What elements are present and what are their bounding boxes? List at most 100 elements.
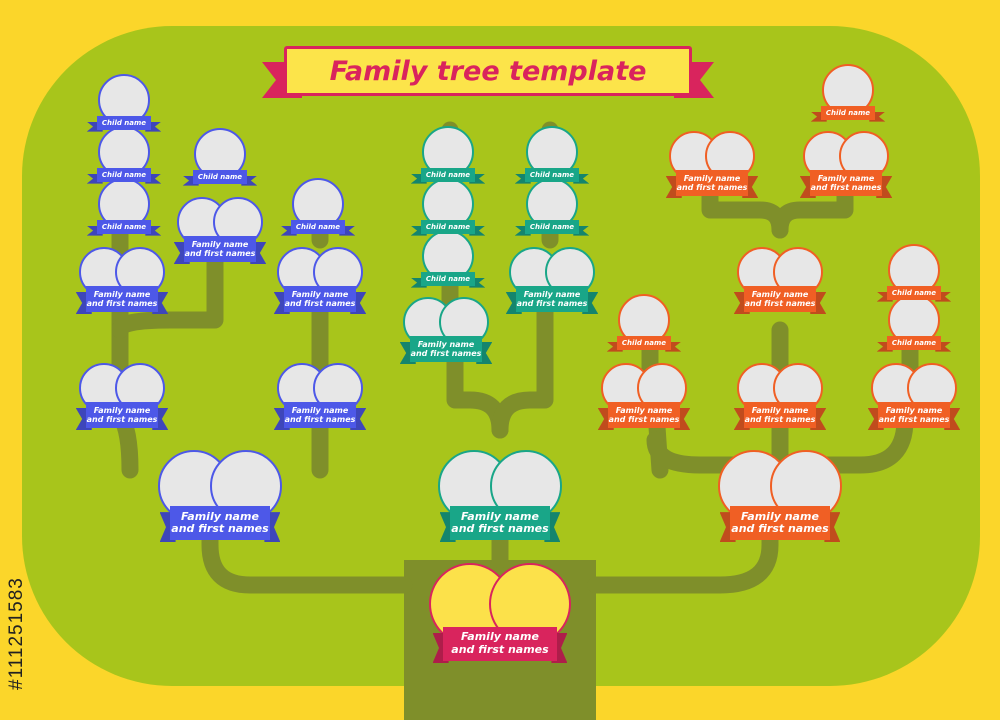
child-label-ribbon: Child name	[514, 167, 590, 184]
ribbon-band: Family name and first names	[449, 506, 551, 541]
ribbon-band: Child name	[886, 285, 942, 300]
ribbon-left-tail	[810, 111, 827, 122]
ribbon-band: Family name and first names	[743, 286, 817, 312]
ribbon-label: Child name	[101, 222, 147, 231]
ribbon-right-tail	[935, 291, 952, 302]
ribbon-left-tail	[514, 173, 531, 184]
ribbon-band: Family name and first names	[283, 286, 357, 312]
ribbon-band: Family name and first names	[675, 170, 749, 196]
ribbon-label: Child name	[425, 170, 471, 179]
ribbon-band: Child name	[886, 335, 942, 350]
child-label-ribbon: Child name	[86, 219, 162, 236]
ribbon-label: Family name and first names	[184, 239, 256, 258]
ribbon-label: Child name	[197, 172, 243, 181]
ribbon-right-tail	[469, 225, 486, 236]
ribbon-right-tail	[469, 277, 486, 288]
ribbon-label: Family name and first names	[86, 405, 158, 424]
ribbon-label: Child name	[891, 288, 937, 297]
ribbon-label: Family name and first names	[744, 289, 816, 308]
child-label-ribbon: Child name	[876, 285, 952, 302]
child-label-ribbon: Child name	[514, 219, 590, 236]
ribbon-label: Family name and first names	[878, 405, 950, 424]
ribbon-band: Child name	[420, 167, 476, 182]
ribbon-band: Child name	[96, 167, 152, 182]
ribbon-left-tail	[410, 225, 427, 236]
ribbon-right-tail	[573, 173, 590, 184]
couple-label-ribbon: Family name and first names	[597, 402, 691, 430]
branch-line-0	[201, 491, 413, 594]
ribbon-left-tail	[514, 225, 531, 236]
ribbon-band: Family name and first names	[409, 336, 483, 362]
ribbon-band: Child name	[96, 115, 152, 130]
ribbon-right-tail	[469, 173, 486, 184]
couple-label-ribbon: Family name and first names	[75, 286, 169, 314]
ribbon-band: Family name and first names	[183, 236, 257, 262]
ribbon-label: Child name	[101, 118, 147, 127]
ribbon-band: Child name	[96, 219, 152, 234]
ribbon-right-tail	[145, 225, 162, 236]
ribbon-band: Family name and first names	[85, 402, 159, 428]
ribbon-label: Child name	[425, 222, 471, 231]
couple-label-ribbon: Family name and first names	[273, 402, 367, 430]
couple-label-ribbon: Family name and first names	[159, 506, 281, 543]
ribbon-band: Family name and first names	[877, 402, 951, 428]
couple-label-ribbon: Family name and first names	[733, 286, 827, 314]
couple-label-ribbon: Family name and first names	[799, 170, 893, 198]
ribbon-right-tail	[145, 173, 162, 184]
branch-line-3	[111, 221, 224, 339]
ribbon-band: Family name and first names	[743, 402, 817, 428]
branch-line-8	[491, 291, 554, 439]
ribbon-left-tail	[86, 225, 103, 236]
page-title: Family tree template	[329, 55, 647, 87]
ribbon-left-tail	[182, 175, 199, 186]
ribbon-band: Child name	[420, 271, 476, 286]
ribbon-label: Child name	[621, 338, 667, 347]
couple-label-ribbon: Family name and first names	[733, 402, 827, 430]
ribbon-label: Child name	[529, 222, 575, 231]
child-label-ribbon: Child name	[280, 219, 356, 236]
ribbon-label: Family name and first names	[410, 339, 482, 358]
banner-box: Family tree template	[284, 46, 692, 96]
ribbon-label: Family name and first names	[284, 289, 356, 308]
ribbon-right-tail	[573, 225, 590, 236]
ribbon-label: Child name	[425, 274, 471, 283]
branch-line-14	[811, 411, 914, 474]
stock-id: #111251583	[6, 577, 27, 690]
ribbon-band: Child name	[192, 169, 248, 184]
ribbon-label: Child name	[101, 170, 147, 179]
child-label-ribbon: Child name	[410, 271, 486, 288]
ribbon-band: Child name	[420, 219, 476, 234]
ribbon-label: Family name and first names	[810, 173, 882, 192]
ribbon-band: Child name	[524, 219, 580, 234]
child-label-ribbon: Child name	[606, 335, 682, 352]
couple-label-ribbon: Family name and first names	[173, 236, 267, 264]
child-label-ribbon: Child name	[410, 219, 486, 236]
ribbon-left-tail	[410, 173, 427, 184]
couple-label-ribbon: Family name and first names	[867, 402, 961, 430]
ribbon-right-tail	[869, 111, 886, 122]
ribbon-band: Family name and first names	[809, 170, 883, 196]
ribbon-band: Family name and first names	[85, 286, 159, 312]
ribbon-label: Family name and first names	[451, 509, 549, 536]
ribbon-left-tail	[86, 121, 103, 132]
ribbon-band: Family name and first names	[515, 286, 589, 312]
title-banner: Family tree template	[262, 46, 714, 102]
ribbon-right-tail	[935, 341, 952, 352]
ribbon-left-tail	[410, 277, 427, 288]
ribbon-band: Family name and first names	[729, 506, 831, 541]
ribbon-label: Family name and first names	[86, 289, 158, 308]
couple-label-ribbon: Family name and first names	[505, 286, 599, 314]
ribbon-band: Family name and first names	[283, 402, 357, 428]
ribbon-band: Child name	[290, 219, 346, 234]
ribbon-right-tail	[145, 121, 162, 132]
ribbon-label: Child name	[891, 338, 937, 347]
child-label-ribbon: Child name	[810, 105, 886, 122]
ribbon-band: Child name	[820, 105, 876, 120]
ribbon-label: Family name and first names	[451, 630, 549, 656]
ribbon-label: Child name	[825, 108, 871, 117]
ribbon-band: Child name	[616, 335, 672, 350]
couple-label-ribbon: Family name and first names	[719, 506, 841, 543]
child-label-ribbon: Child name	[182, 169, 258, 186]
